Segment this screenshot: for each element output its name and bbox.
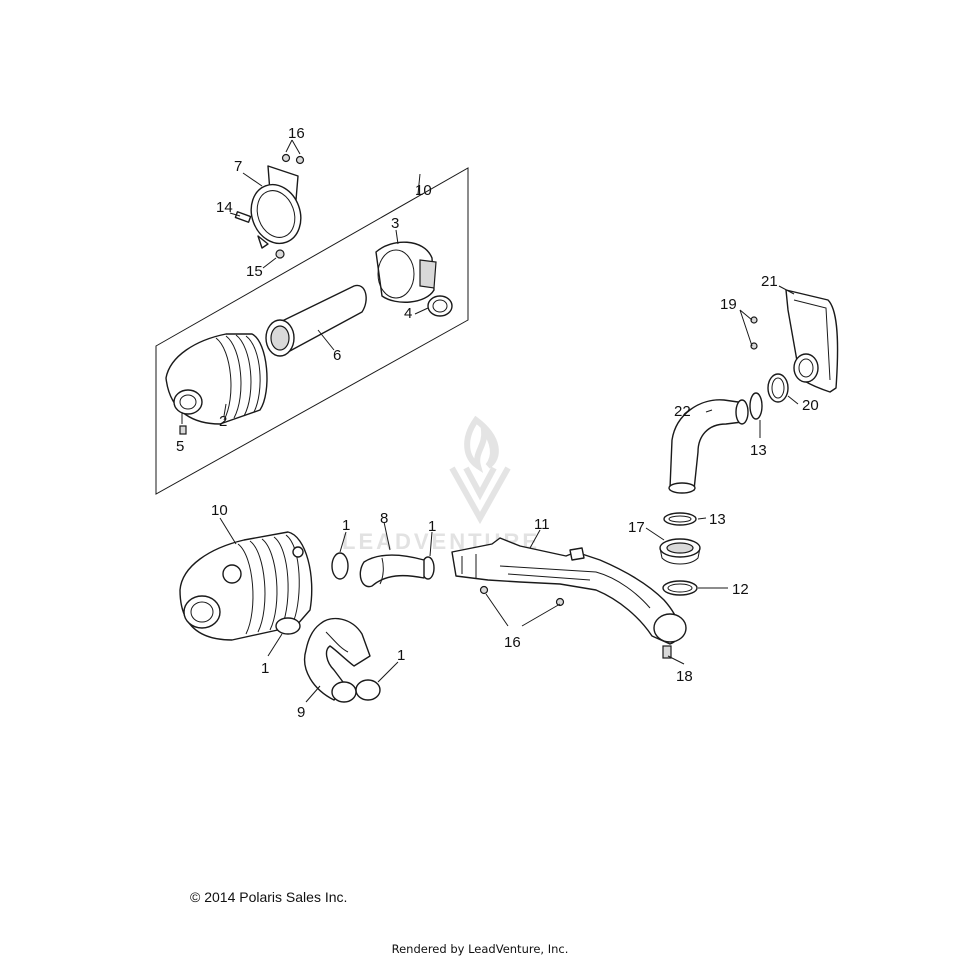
callout-4: 4 xyxy=(404,305,412,322)
part-19-screws xyxy=(750,316,758,350)
callout-16: 16 xyxy=(288,125,305,142)
copyright-text: © 2014 Polaris Sales Inc. xyxy=(190,889,348,905)
callout-8: 8 xyxy=(380,510,388,527)
part-1-clamp-a xyxy=(331,552,349,580)
part-13-clamp-lower xyxy=(663,512,697,526)
callout-6: 6 xyxy=(333,347,341,364)
part-3-ring xyxy=(375,241,437,303)
callouts: 16 7 10 14 3 15 4 6 2 5 21 19 22 20 13 1… xyxy=(176,125,819,721)
part-4-fitting xyxy=(427,295,453,317)
rendered-by-text: Rendered by LeadVenture, Inc. xyxy=(391,942,569,956)
callout-1-c: 1 xyxy=(261,660,269,677)
part-9-hose xyxy=(304,617,371,703)
part-7-bracket xyxy=(250,165,302,249)
part-1-clamp-c xyxy=(275,617,301,635)
part-5-screw xyxy=(179,425,187,435)
callout-1-d: 1 xyxy=(397,647,405,664)
part-11-duct xyxy=(451,537,687,645)
callout-10-lower: 10 xyxy=(211,502,228,519)
part-10-airbox-assembly xyxy=(179,531,313,641)
part-2-housing xyxy=(165,333,268,425)
callout-20: 20 xyxy=(802,397,819,414)
assembly-10-box xyxy=(155,167,469,495)
part-12-clamp xyxy=(662,580,698,596)
callout-19: 19 xyxy=(720,296,737,313)
callout-16-lower: 16 xyxy=(504,634,521,651)
callout-15: 15 xyxy=(246,263,263,280)
flame-v-logo-icon xyxy=(449,415,511,525)
callout-11: 11 xyxy=(534,516,550,533)
callout-2: 2 xyxy=(219,413,227,430)
part-6-filter xyxy=(265,284,367,357)
callout-22: 22 xyxy=(674,403,691,420)
part-18-screw xyxy=(662,645,672,659)
part-16-screws-lower xyxy=(479,585,565,607)
callout-12: 12 xyxy=(732,581,749,598)
callout-14: 14 xyxy=(216,199,233,216)
callout-13: 13 xyxy=(750,442,767,459)
part-22-elbow xyxy=(668,399,749,494)
part-1-clamp-d xyxy=(355,679,381,701)
part-16-screws xyxy=(281,153,305,165)
part-15-nut xyxy=(275,249,285,259)
callout-7: 7 xyxy=(234,158,242,175)
callout-10: 10 xyxy=(415,182,432,199)
callout-5: 5 xyxy=(176,438,184,455)
part-17-coupler xyxy=(659,538,701,565)
part-21-cover xyxy=(785,289,839,393)
callout-21: 21 xyxy=(761,273,778,290)
callout-13-lower: 13 xyxy=(709,511,726,528)
callout-1-b: 1 xyxy=(428,518,436,535)
watermark: LEADVENTURE xyxy=(342,415,537,554)
part-13-clamp-upper xyxy=(749,392,763,420)
leader-lines xyxy=(181,139,799,703)
callout-9: 9 xyxy=(297,704,305,721)
callout-3: 3 xyxy=(391,215,399,232)
part-14-bolt xyxy=(234,211,252,223)
callout-17: 17 xyxy=(628,519,645,536)
callout-1-a: 1 xyxy=(342,517,350,534)
callout-18: 18 xyxy=(676,668,693,685)
part-20-clamp xyxy=(767,373,789,403)
part-8-hose xyxy=(359,554,425,588)
